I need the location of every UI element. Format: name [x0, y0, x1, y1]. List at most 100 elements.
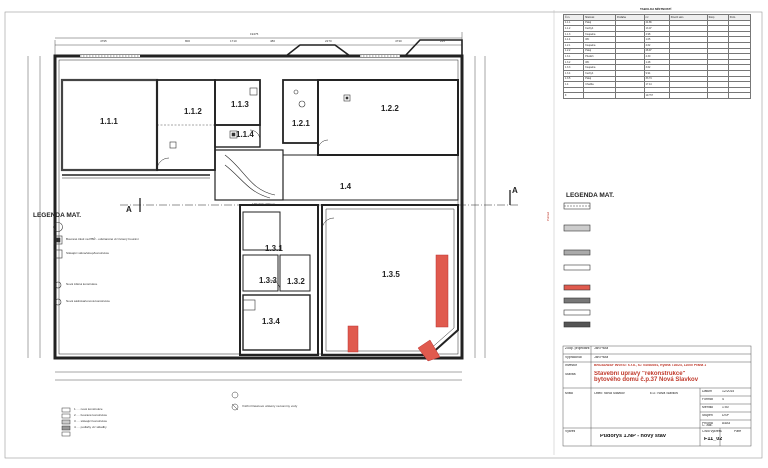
schedule-cell: 1.1.1	[562, 19, 585, 27]
room-label-1-1-4: 1.1.4	[236, 130, 254, 139]
note-4: 4. ... podlahy viz skladby	[74, 425, 107, 429]
room-label-1-3-3: 1.3.3	[259, 276, 277, 285]
tb-plot-label: Č. zak.	[702, 424, 713, 427]
schedule-cell: 13.07	[643, 25, 670, 32]
tb-stage-code-label: Stupeň	[702, 414, 713, 417]
dimension-top-7: 225	[440, 39, 446, 43]
tb-company: BROADWAY INVEST s.r.o., IČ: 04080391, Ry…	[594, 364, 707, 367]
schedule-cell	[583, 86, 617, 94]
schedule-cell	[727, 92, 752, 99]
dimension-top-4: 480	[270, 39, 276, 43]
room-label-1-4: 1.4	[340, 182, 352, 191]
tb-project: Stavební úpravy "rekonstrukce" bytového …	[594, 371, 699, 384]
tb-format-label: Formát	[702, 398, 713, 401]
schedule-cell	[706, 92, 729, 99]
legend-item-4: Nová sádrokartonová konstrukce	[66, 299, 110, 303]
legend-item-3: Nová zděná konstrukce	[66, 282, 98, 286]
schedule-cell: Chodba	[583, 81, 617, 88]
room-label-1-1-1: 1.1.1	[100, 117, 118, 126]
schedule-cell: 1.3.3	[562, 64, 585, 71]
schedule-header-cell: Místnost	[583, 14, 617, 21]
section-mark-a-left: A	[126, 205, 132, 214]
schedule-cell	[668, 92, 708, 99]
tb-place: Obec: Nová Slavkov	[594, 392, 625, 395]
schedule-cell: Σ	[562, 92, 585, 99]
tb-file-label: Příloha	[702, 422, 713, 425]
tb-investor-label: Zodp. projektant	[565, 347, 590, 350]
tb-scale-label: Měřítko	[702, 406, 714, 409]
schedule-row: Σ 147.57	[562, 92, 752, 99]
legend-title: LEGENDA MAT.	[33, 212, 82, 219]
dimension-total: 19475	[250, 32, 259, 36]
note-center: Vnitřní hlavicové uzávěry na komíny vody	[242, 404, 298, 408]
tb-stage-label: Stavba	[565, 373, 576, 376]
dimension-top-5: 2270	[325, 39, 332, 43]
section-mark-a-right: A	[512, 186, 518, 195]
schedule-cell	[615, 92, 645, 99]
schedule-cell	[562, 86, 585, 94]
tb-date: 12/2015	[722, 390, 735, 393]
schedule-cell	[727, 25, 752, 32]
room-label-1-3-5: 1.3.5	[382, 270, 400, 279]
schedule-cell: Pokoj	[583, 75, 617, 83]
schedule-cell	[727, 69, 752, 77]
schedule-cell: 24.86	[643, 19, 670, 27]
schedule-cell: 3.62	[643, 64, 670, 71]
room-label-1-2-2: 1.2.2	[381, 104, 399, 113]
schedule-cell: Kuchyň	[583, 25, 617, 32]
room-label-1-3-2: 1.3.2	[287, 277, 305, 286]
note-2: 2. ... bourané konstrukce	[74, 413, 108, 417]
tb-scale: 1:50	[722, 406, 729, 409]
tb-author: Jan Pluta	[594, 356, 609, 359]
room-label-1-2-1: 1.2.1	[292, 119, 310, 128]
schedule-cell: 147.57	[643, 92, 670, 99]
tb-stage-code: DSP	[722, 414, 729, 417]
schedule-cell: Pokoj	[583, 19, 617, 27]
schedule-row	[562, 86, 752, 94]
schedule-cell	[727, 19, 752, 27]
schedule-cell	[643, 86, 670, 94]
tb-number-label: Číslo výkresu	[702, 430, 723, 433]
schedule-cell: 33.74	[643, 75, 670, 83]
tb-place-label: Místo	[565, 392, 574, 395]
legend-item-2: Stávající stěna/sloup/konstrukce	[66, 251, 110, 255]
schedule-cell: 17.14	[643, 81, 670, 88]
section-vertical-label: Pohled	[546, 211, 551, 222]
room-label-1-3-1: 1.3.1	[265, 244, 283, 253]
schedule-cell	[727, 75, 752, 83]
tb-page-label: Paré	[734, 430, 742, 433]
schedule-cell: 1.1.2	[562, 25, 585, 32]
tb-file: A4A4	[722, 422, 731, 425]
shaft-dimension-label: 175x200+300mm	[252, 202, 276, 206]
tb-drawing: Půdorys 1.NP - nový stav	[600, 434, 666, 439]
schedule-cell: 9.94	[643, 69, 670, 77]
tb-investor: Jan Pluta	[594, 347, 609, 350]
tb-author-label: Vypracoval	[565, 356, 582, 359]
schedule-cell: 1.3.5	[562, 75, 585, 83]
schedule-title: TABULKA MÍSTNOSTÍ	[640, 7, 672, 11]
schedule-cell	[727, 81, 752, 88]
room-label-1-1-3: 1.1.3	[231, 100, 249, 109]
room-schedule-table: Č.m. Místnost Podlaha m² Povrch stěn Str…	[562, 14, 752, 99]
dimension-top-6: 4730	[395, 39, 402, 43]
dimension-top-2: 800	[185, 39, 191, 43]
schedule-cell: 1.4	[562, 81, 585, 88]
schedule-cell	[727, 86, 752, 94]
dimension-top-1: 4795	[100, 39, 107, 43]
schedule-cell: Koupelna	[583, 64, 617, 71]
tb-cadastral: k.ú.: Nová Slavkov	[650, 392, 679, 395]
schedule-header-cell: Č.m.	[562, 14, 585, 21]
tb-company-label: Investor	[565, 364, 578, 367]
